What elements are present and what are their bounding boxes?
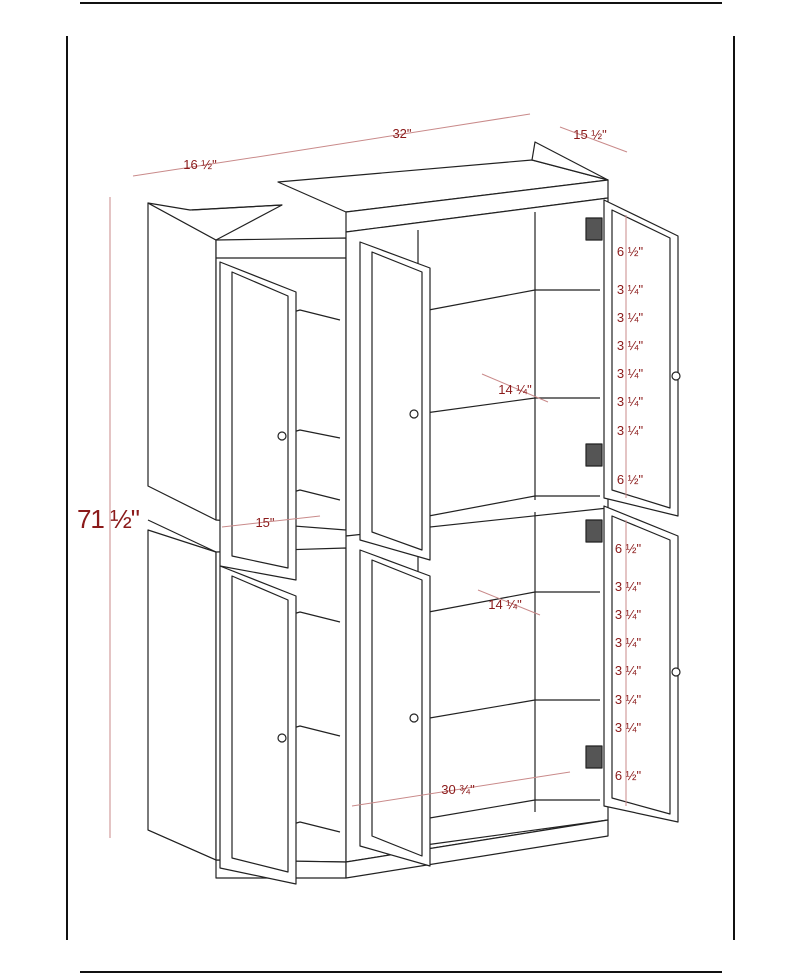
dimension-labels: 32" 16 ½" 15 ½" 71 ½" 15" 14 ¼" 14 ¼" 30… xyxy=(77,126,607,797)
lower-spacing-4: 3 ¼" xyxy=(615,635,642,650)
lower-spacing-labels: 6 ½" 3 ¼" 3 ¼" 3 ¼" 3 ¼" 3 ¼" 3 ¼" 6 ½" xyxy=(615,541,642,783)
dim-height: 71 ½" xyxy=(77,504,140,534)
dim-shelf-lower: 14 ¼" xyxy=(488,597,522,612)
dim-depth: 15 ½" xyxy=(573,127,607,142)
dim-shelf-upper: 14 ¼" xyxy=(498,382,532,397)
page-frame xyxy=(66,2,735,973)
lower-spacing-5: 3 ¼" xyxy=(615,663,642,678)
upper-spacing-8: 6 ½" xyxy=(617,472,644,487)
upper-spacing-6: 3 ¼" xyxy=(617,394,644,409)
cabinet-drawing xyxy=(147,141,681,885)
upper-spacing-5: 3 ¼" xyxy=(617,366,644,381)
upper-spacing-1: 6 ½" xyxy=(617,244,644,259)
lower-spacing-6: 3 ¼" xyxy=(615,692,642,707)
dim-total-width: 32" xyxy=(392,126,411,141)
lower-spacing-1: 6 ½" xyxy=(615,541,642,556)
dim-left-width: 16 ½" xyxy=(183,157,217,172)
upper-spacing-labels: 6 ½" 3 ¼" 3 ¼" 3 ¼" 3 ¼" 3 ¼" 3 ¼" 6 ½" xyxy=(617,244,644,487)
hinges xyxy=(585,217,603,769)
dim-interior-large: 30 ¾" xyxy=(441,782,475,797)
dimension-lines xyxy=(109,113,628,838)
upper-spacing-2: 3 ¼" xyxy=(617,282,644,297)
left-doors xyxy=(219,261,297,885)
upper-spacing-3: 3 ¼" xyxy=(617,310,644,325)
upper-spacing-7: 3 ¼" xyxy=(617,423,644,438)
dim-interior-small: 15" xyxy=(255,515,274,530)
lower-spacing-2: 3 ¼" xyxy=(615,579,642,594)
lower-spacing-8: 6 ½" xyxy=(615,768,642,783)
lower-spacing-3: 3 ¼" xyxy=(615,607,642,622)
lower-spacing-7: 3 ¼" xyxy=(615,720,642,735)
upper-spacing-4: 3 ¼" xyxy=(617,338,644,353)
right-doors xyxy=(359,199,681,867)
